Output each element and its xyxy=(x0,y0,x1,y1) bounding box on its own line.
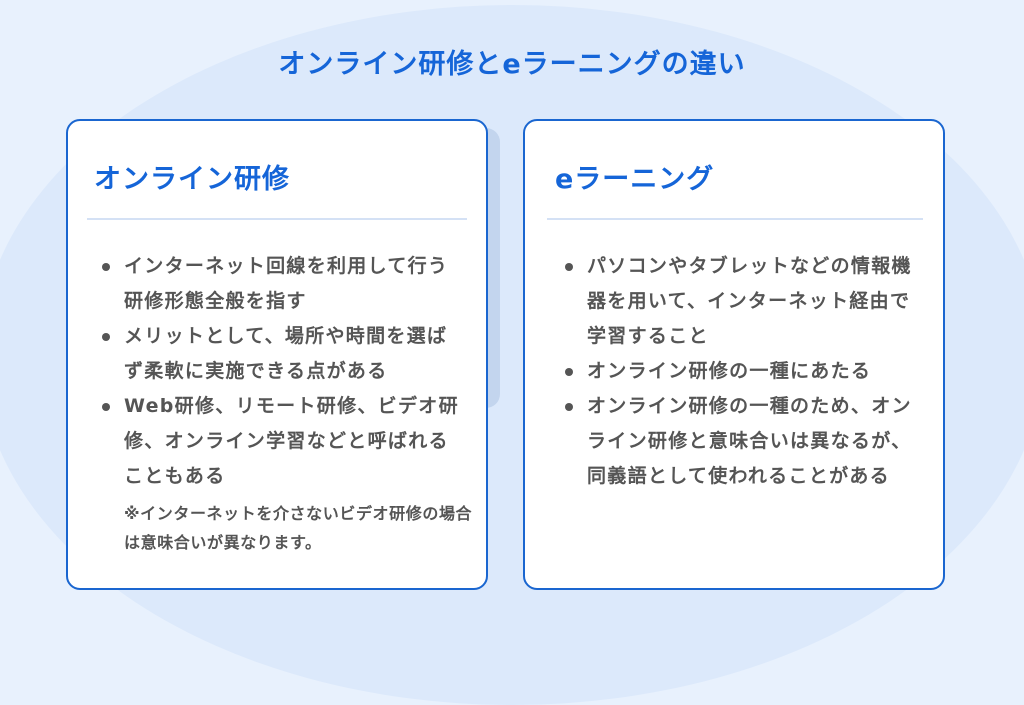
bullet-icon xyxy=(102,263,110,271)
list-item: メリットとして、場所や時間を選ばず柔軟に実施できる点がある xyxy=(102,319,462,389)
point-list: インターネット回線を利用して行う研修形態全般を指す メリットとして、場所や時間を… xyxy=(102,249,462,494)
bullet-icon xyxy=(102,333,110,341)
list-item: オンライン研修の一種にあたる xyxy=(565,354,925,389)
list-item: インターネット回線を利用して行う研修形態全般を指す xyxy=(102,249,462,319)
point-list: パソコンやタブレットなどの情報機器を用いて、インターネット経由で学習すること オ… xyxy=(565,249,925,494)
bullet-icon xyxy=(565,368,573,376)
list-item: Web研修、リモート研修、ビデオ研修、オンライン学習などと呼ばれることもある xyxy=(102,389,462,494)
bullet-icon xyxy=(565,263,573,271)
list-item: オンライン研修の一種のため、オンライン研修と意味合いは異なるが、同義語として使わ… xyxy=(565,389,925,494)
card-heading: オンライン研修 xyxy=(94,164,290,195)
list-item: パソコンやタブレットなどの情報機器を用いて、インターネット経由で学習すること xyxy=(565,249,925,354)
divider xyxy=(87,218,467,220)
bullet-icon xyxy=(102,403,110,411)
footnote: ※インターネットを介さないビデオ研修の場合は意味合いが異なります。 xyxy=(124,504,473,552)
card-heading: eラーニング xyxy=(555,164,715,195)
page-title: オンライン研修とeラーニングの違い xyxy=(278,49,746,80)
divider xyxy=(547,218,923,220)
card-online-training: オンライン研修 インターネット回線を利用して行う研修形態全般を指す メリットとし… xyxy=(66,119,488,590)
bullet-icon xyxy=(565,403,573,411)
card-e-learning: eラーニング パソコンやタブレットなどの情報機器を用いて、インターネット経由で学… xyxy=(523,119,945,590)
